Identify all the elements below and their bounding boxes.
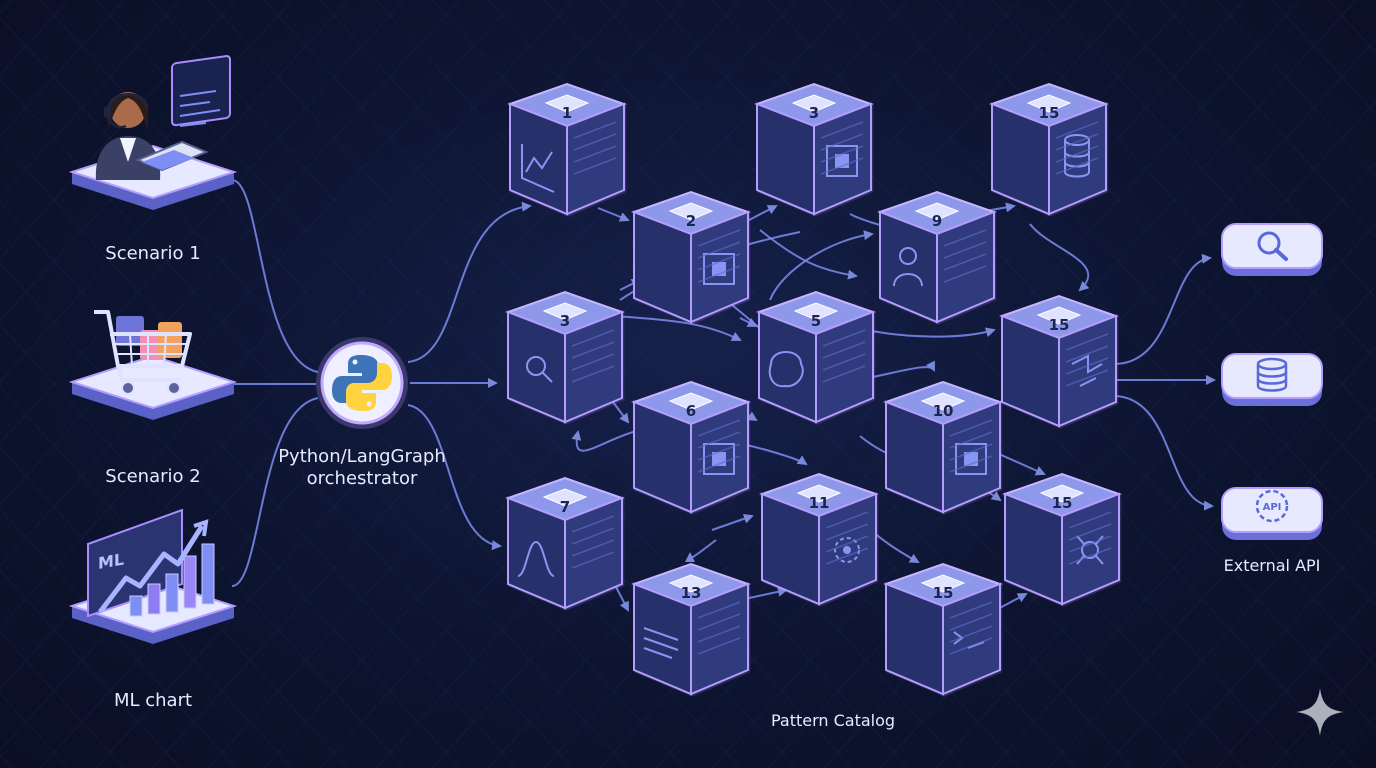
database-icon [1256,357,1288,392]
pattern-cube-number: 9 [931,212,943,230]
orchestrator-label-line2: orchestrator [306,468,418,489]
pattern-cube-4: 2 [631,190,751,325]
support-agent-icon [95,55,231,180]
pattern-cube-10: 10 [883,380,1003,515]
pattern-cube-8: 15 [999,294,1119,429]
pattern-cube-7: 5 [756,290,876,425]
pattern-catalog-label: Pattern Catalog [770,711,896,730]
pattern-cube-number: 13 [680,584,702,602]
pattern-cube-number: 15 [932,584,954,602]
sparkle-icon [1294,686,1346,738]
api-badge: API [1263,502,1282,513]
pattern-cube-2: 3 [754,82,874,217]
pattern-cube-13: 15 [1002,472,1122,607]
pattern-cube-number: 15 [1038,104,1060,122]
pattern-cube-number: 7 [559,498,571,516]
external-database-node [1220,352,1324,408]
pattern-cube-12: 11 [759,472,879,607]
scenario-2-label: Scenario 2 [105,466,201,487]
orchestrator-node [314,335,410,431]
python-logo-icon [332,355,392,411]
pattern-cube-number: 11 [808,494,830,512]
api-gear-icon: API [1255,489,1289,523]
pattern-cube-number: 15 [1051,494,1073,512]
pattern-cube-number: 6 [685,402,697,420]
external-api-node: API [1220,486,1324,542]
pattern-cube-number: 3 [808,104,820,122]
pattern-cube-number: 3 [559,312,571,330]
external-api-label: External API [1223,556,1321,575]
scenario-1-label: Scenario 1 [105,243,201,264]
orchestrator-label-line1: Python/LangGraph [278,446,446,467]
pattern-cube-number: 5 [810,312,822,330]
scenario-2-node [68,300,238,424]
pattern-cube-number: 2 [685,212,697,230]
pattern-cube-number: 10 [932,402,954,420]
pattern-cube-9: 6 [631,380,751,515]
pattern-cube-5: 9 [877,190,997,325]
pattern-cube-15: 15 [883,562,1003,697]
pattern-cube-11: 7 [505,476,625,611]
pattern-cube-1: 1 [507,82,627,217]
ml-chart-icon: ML [87,508,215,618]
shopping-cart-icon [94,310,192,395]
pattern-cube-number: 15 [1048,316,1070,334]
pattern-cube-14: 13 [631,562,751,697]
ml-chart-label: ML chart [113,690,193,711]
search-icon [1257,231,1288,261]
pattern-cube-6: 3 [505,290,625,425]
ml-badge: ML [98,550,124,573]
scenario-1-node [68,55,238,212]
ml-chart-node: ML [68,504,238,646]
pattern-cube-3: 15 [989,82,1109,217]
pattern-cube-number: 1 [561,104,573,122]
external-search-node [1220,222,1324,278]
